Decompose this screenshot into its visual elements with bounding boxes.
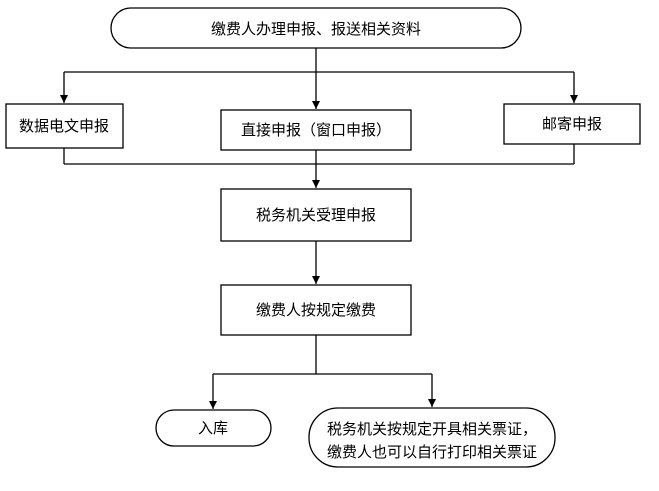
electronic-filing-node: 数据电文申报 <box>5 103 124 149</box>
accept-filing-label: 税务机关受理申报 <box>256 206 376 224</box>
receipt-label-line2: 缴费人也可以自行打印相关票证 <box>327 443 537 461</box>
receipt-node: 税务机关按规定开具相关票证， 缴费人也可以自行打印相关票证 <box>308 407 556 468</box>
window-filing-label: 直接申报（窗口申报） <box>241 121 391 139</box>
mail-filing-node: 邮寄申报 <box>503 103 641 145</box>
start-node: 缴费人办理申报、报送相关资料 <box>110 7 522 49</box>
window-filing-node: 直接申报（窗口申报） <box>220 109 412 151</box>
start-node-label: 缴费人办理申报、报送相关资料 <box>211 20 421 38</box>
mail-filing-label: 邮寄申报 <box>542 115 602 133</box>
receipt-label-line1: 税务机关按规定开具相关票证， <box>327 420 537 438</box>
accept-filing-node: 税务机关受理申报 <box>220 188 412 242</box>
storage-label: 入库 <box>198 419 228 437</box>
payment-node: 缴费人按规定缴费 <box>220 284 412 336</box>
payment-label: 缴费人按规定缴费 <box>256 301 376 319</box>
electronic-filing-label: 数据电文申报 <box>19 117 109 135</box>
storage-node: 入库 <box>155 409 272 447</box>
